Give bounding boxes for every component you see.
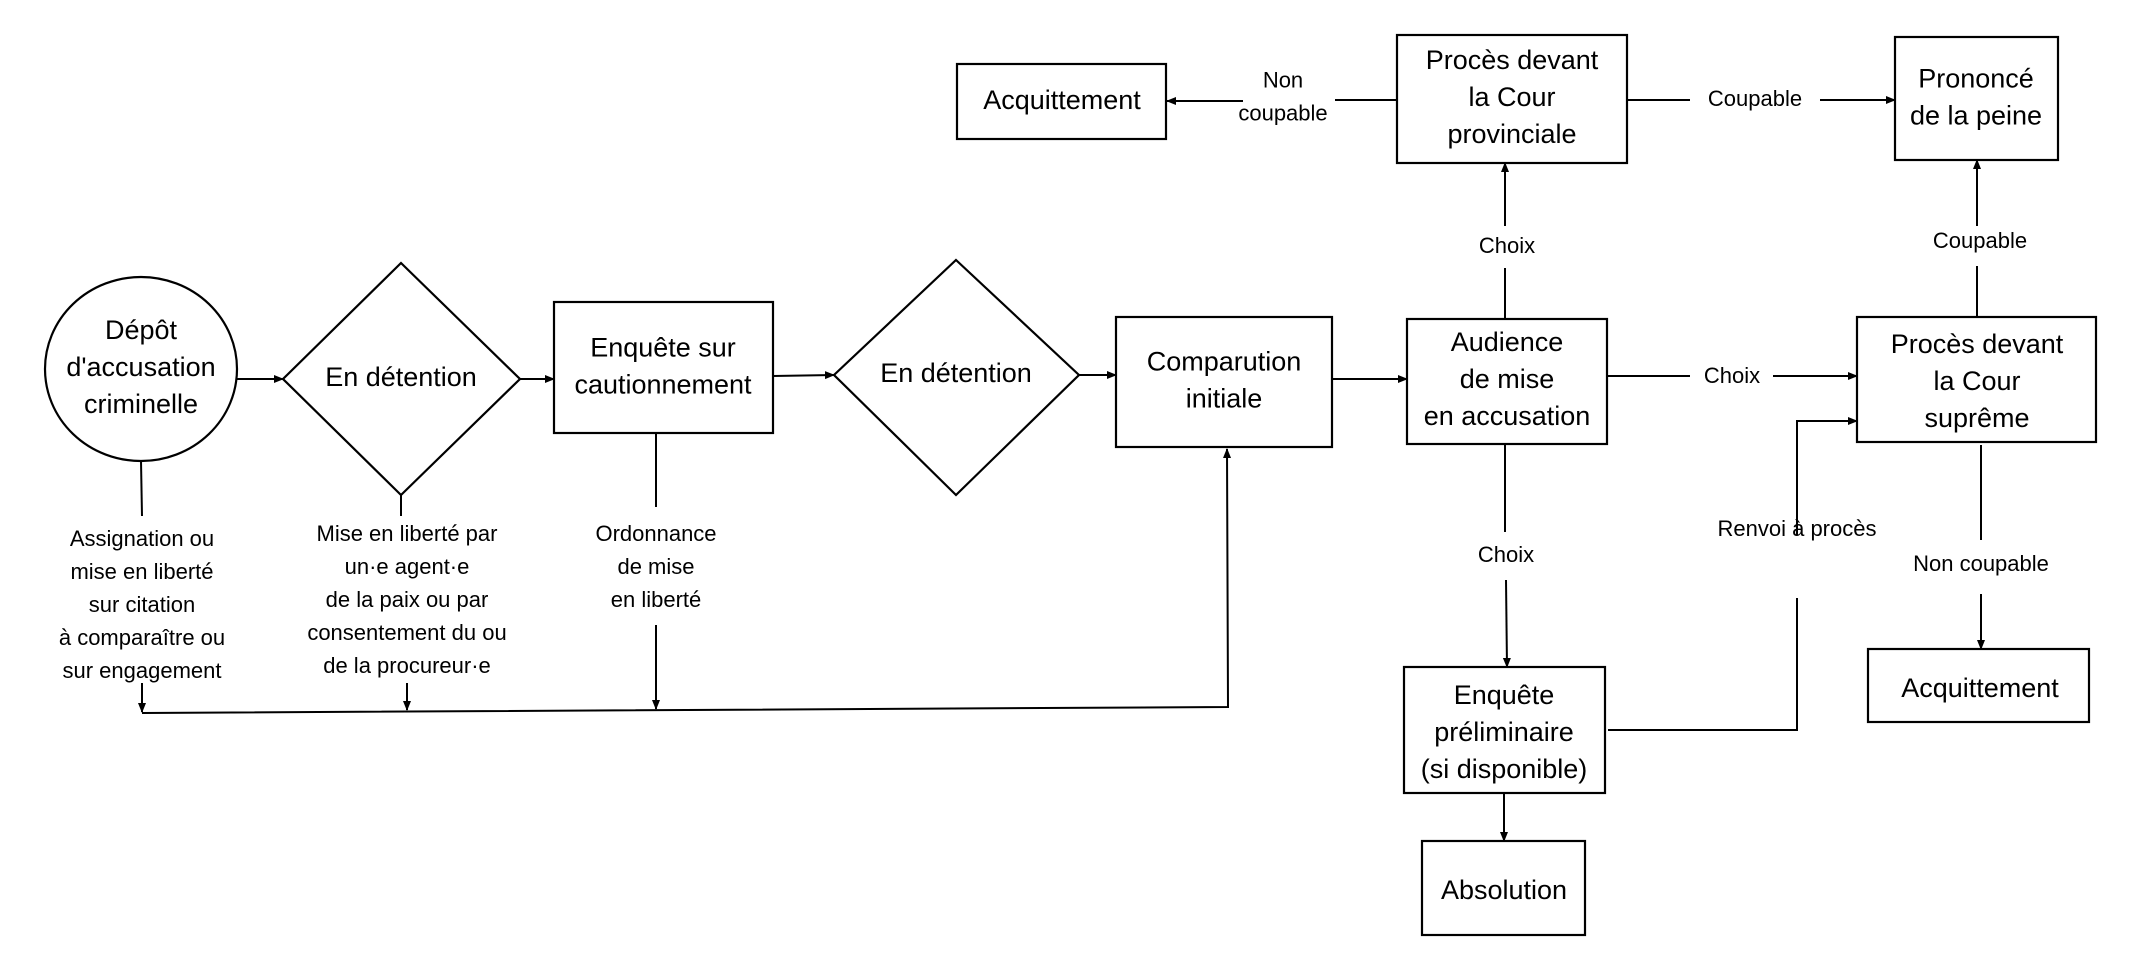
text-line: Acquittement bbox=[1901, 673, 2059, 703]
text-line: suprême bbox=[1924, 403, 2029, 433]
label-prononce: Prononcé de la peine bbox=[1910, 64, 2042, 131]
text-line: Ordonnance bbox=[595, 521, 716, 546]
text-line: préliminaire bbox=[1434, 717, 1574, 747]
label-absolution: Absolution bbox=[1441, 875, 1567, 905]
text-line: Prononcé bbox=[1918, 64, 2034, 94]
text-line: Procès devant bbox=[1891, 329, 2064, 359]
label-detention2: En détention bbox=[880, 358, 1032, 388]
text-line: Enquête sur bbox=[590, 333, 736, 363]
text-line: la Cour bbox=[1468, 82, 1555, 112]
text-line: criminelle bbox=[84, 389, 198, 419]
edge-label-coupable-haut: Coupable bbox=[1708, 86, 1802, 111]
text-line: consentement du ou bbox=[307, 620, 506, 645]
label-enquete-caution: Enquête sur cautionnement bbox=[574, 333, 752, 400]
text-line: Non coupable bbox=[1913, 551, 2049, 576]
node-prononce[interactable] bbox=[1893, 35, 2060, 162]
label-acquittement-bas: Acquittement bbox=[1901, 673, 2059, 703]
edge-renvoi-supreme bbox=[1796, 417, 1858, 535]
text-line: Audience bbox=[1451, 327, 1564, 357]
text-line: Acquittement bbox=[983, 85, 1141, 115]
edge-depot-down bbox=[140, 460, 143, 517]
text-line: de mise bbox=[1460, 364, 1555, 394]
edge-label-choix-bas: Choix bbox=[1478, 542, 1534, 567]
text-line: cautionnement bbox=[574, 370, 752, 400]
shapes bbox=[43, 33, 2098, 937]
text-line: en liberté bbox=[611, 587, 702, 612]
text-line: la Cour bbox=[1933, 366, 2020, 396]
text-line: sur engagement bbox=[63, 658, 222, 683]
text-line: Coupable bbox=[1708, 86, 1802, 111]
text-line: mise en liberté bbox=[70, 559, 213, 584]
node-proces-provinciale[interactable] bbox=[1395, 33, 1629, 165]
text-line: un·e agent·e bbox=[345, 554, 470, 579]
label-audience: Audience de mise en accusation bbox=[1424, 327, 1591, 431]
node-detention2[interactable] bbox=[832, 258, 1081, 497]
edge-label-renvoi: Renvoi à procès bbox=[1718, 516, 1877, 541]
label-comparution: Comparution initiale bbox=[1147, 347, 1302, 414]
edge-choix-down bbox=[1502, 579, 1511, 668]
node-detention1[interactable] bbox=[281, 261, 522, 497]
text-line: Procès devant bbox=[1426, 45, 1599, 75]
edge-label-non-coupable-bas: Non coupable bbox=[1913, 551, 2049, 576]
edge-label-choix-droite: Choix bbox=[1704, 363, 1760, 388]
text-line: Choix bbox=[1478, 542, 1534, 567]
edge-label-coupable-droite: Coupable bbox=[1933, 228, 2027, 253]
text-line: Assignation ou bbox=[70, 526, 214, 551]
label-acquittement-haut: Acquittement bbox=[983, 85, 1141, 115]
text-line: initiale bbox=[1186, 384, 1263, 414]
label-enquete-prelim: Enquête préliminaire (si disponible) bbox=[1421, 680, 1588, 784]
edge-label-non-coupable-haut: Non coupable bbox=[1238, 67, 1327, 125]
edge-label-assignation: Assignation ou mise en liberté sur citatio… bbox=[59, 526, 225, 683]
text-line: coupable bbox=[1238, 100, 1327, 125]
edge-labels: Assignation ou mise en liberté sur citatio… bbox=[59, 67, 2049, 683]
text-line: Renvoi à procès bbox=[1718, 516, 1877, 541]
node-depot[interactable] bbox=[43, 275, 239, 463]
node-absolution[interactable] bbox=[1420, 839, 1587, 937]
text-line: provinciale bbox=[1447, 119, 1576, 149]
node-enquete-caution[interactable] bbox=[552, 300, 775, 435]
label-detention1: En détention bbox=[325, 362, 477, 392]
text-line: En détention bbox=[880, 358, 1032, 388]
text-line: de la paix ou par bbox=[326, 587, 489, 612]
edge-label-mise-liberte-agent: Mise en liberté par un·e agent·e de la pai… bbox=[307, 521, 506, 678]
text-line: Choix bbox=[1704, 363, 1760, 388]
label-proces-provinciale: Procès devant la Cour provinciale bbox=[1426, 45, 1599, 149]
node-enquete-prelim[interactable] bbox=[1402, 665, 1607, 795]
connectors bbox=[138, 96, 1985, 842]
text-line: Coupable bbox=[1933, 228, 2027, 253]
text-line: de la procureur·e bbox=[323, 653, 491, 678]
text-line: En détention bbox=[325, 362, 477, 392]
edge-label-ordonnance: Ordonnance de mise en liberté bbox=[595, 521, 716, 612]
node-audience[interactable] bbox=[1405, 317, 1609, 446]
text-line: Absolution bbox=[1441, 875, 1567, 905]
edge-return-to-comparution bbox=[141, 448, 1232, 714]
label-proces-supreme: Procès devant la Cour suprême bbox=[1891, 329, 2064, 433]
edge-label-choix-haut: Choix bbox=[1479, 233, 1535, 258]
text-line: en accusation bbox=[1424, 401, 1591, 431]
edge-enquete-detention2 bbox=[772, 371, 835, 380]
node-comparution[interactable] bbox=[1114, 315, 1334, 449]
text-line: à comparaître ou bbox=[59, 625, 225, 650]
text-line: de mise bbox=[617, 554, 694, 579]
text-line: sur citation bbox=[89, 592, 195, 617]
edge-prelim-renvoi bbox=[1608, 598, 1798, 731]
text-line: Choix bbox=[1479, 233, 1535, 258]
text-line: Comparution bbox=[1147, 347, 1302, 377]
label-depot: Dépôt d'accusation criminelle bbox=[66, 315, 215, 419]
node-acquittement-haut[interactable] bbox=[955, 62, 1168, 141]
text-line: Mise en liberté par bbox=[317, 521, 498, 546]
node-proces-supreme[interactable] bbox=[1855, 315, 2098, 444]
text-line: Dépôt bbox=[105, 315, 178, 345]
text-line: de la peine bbox=[1910, 101, 2042, 131]
text-line: Non bbox=[1263, 67, 1303, 92]
text-line: (si disponible) bbox=[1421, 754, 1588, 784]
text-line: Enquête bbox=[1454, 680, 1555, 710]
node-acquittement-bas[interactable] bbox=[1866, 647, 2091, 724]
text-line: d'accusation bbox=[66, 352, 215, 382]
